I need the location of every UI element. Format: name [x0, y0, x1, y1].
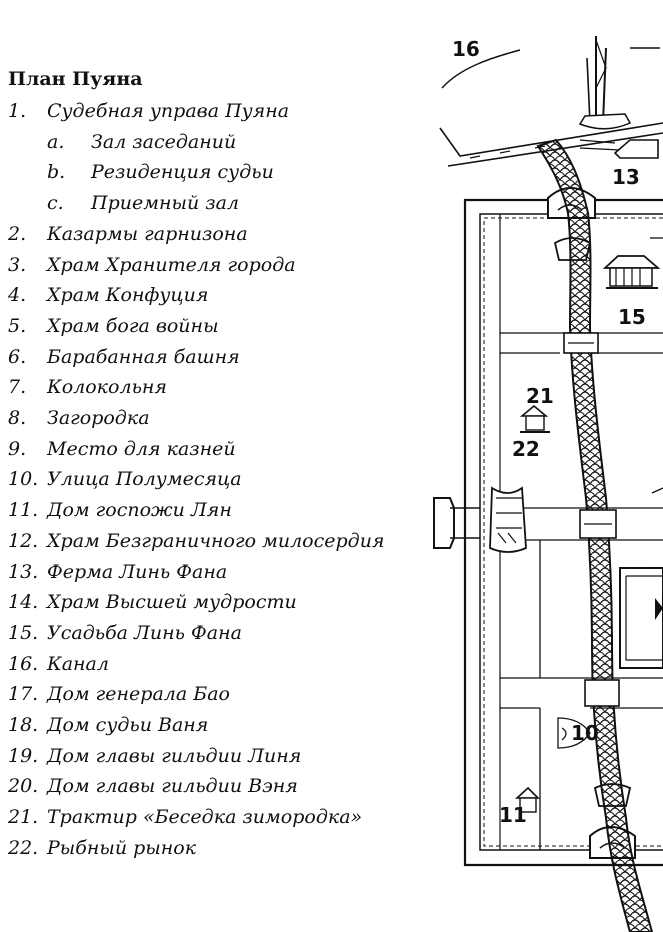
city-map: 16 13 [430, 28, 663, 932]
legend-item-number: a. [47, 130, 65, 153]
legend-item-number: 11. [8, 499, 39, 522]
legend-item-number: c. [47, 192, 64, 215]
legend-item-label: Казармы гарнизона [47, 222, 248, 245]
legend-item-label: Храм Хранителя города [47, 253, 296, 276]
map-label-fish-market: 22 [512, 437, 540, 461]
legend-item-number: 22. [8, 836, 39, 859]
legend-item-number: 8. [8, 407, 27, 429]
west-gate [433, 486, 527, 553]
legend-item-number: 21. [8, 806, 39, 829]
legend-item-label: Ферма Линь Фана [47, 560, 228, 583]
legend-item-label: Улица Полумесяца [47, 468, 242, 491]
legend-item-number: 3. [8, 253, 27, 276]
map-label-canal: 16 [452, 37, 480, 61]
legend-item-number: 19. [8, 744, 39, 767]
legend-item-label: Канал [47, 652, 109, 675]
legend-item-number: b. [47, 161, 66, 184]
legend-item-label: Трактир «Беседка зимородка» [47, 806, 363, 829]
legend-item-label: Колокольня [47, 376, 168, 399]
legend-item-label: Храм Высшей мудрости [47, 591, 297, 614]
legend-item-label: Место для казней [47, 437, 236, 460]
legend-item-label: Дом госпожи Лян [47, 499, 232, 522]
boat-masts [578, 36, 660, 130]
legend-item-number: 9. [8, 437, 27, 460]
legend-item-number: 1. [8, 100, 27, 122]
city-map-drawing: 16 13 [433, 36, 663, 932]
legend-item-number: 10. [8, 468, 39, 491]
legend-item-label: Храм Безграничного милосердия [47, 529, 385, 552]
map-legend: План Пуяна 1. Судебная управа Пуяна a. Зал … [8, 68, 385, 859]
legend-item-number: 18. [8, 714, 39, 736]
legend-item-label: Дом главы гильдии Линя [47, 744, 302, 767]
legend-item-number: 6. [8, 345, 27, 368]
legend-item-number: 20. [8, 775, 39, 798]
legend-item-label: Храм бога войны [47, 314, 219, 337]
legend-item-number: 7. [8, 376, 27, 399]
legend-item-label: Дом судьи Ваня [47, 714, 209, 736]
legend-item-number: 14. [8, 591, 39, 614]
legend-item-label: Дом генерала Бао [47, 683, 230, 706]
legend-item-label: Зал заседаний [91, 130, 237, 153]
legend-item-label: Храм Конфуция [47, 284, 209, 307]
legend-item-label: Рыбный рынок [47, 836, 197, 859]
legend-item-number: 5. [8, 314, 27, 337]
legend-item-number: 16. [8, 652, 39, 675]
canal-area: 16 13 [439, 36, 663, 189]
legend-item-number: 2. [8, 222, 27, 245]
map-label-farm: 13 [612, 165, 640, 189]
legend-item-number: 4. [8, 284, 27, 307]
map-label-manor: 15 [618, 305, 646, 329]
legend-item-number: 13. [8, 560, 39, 583]
legend-item-label: Дом главы гильдии Вэня [47, 775, 298, 798]
map-label-tavern: 21 [526, 384, 554, 408]
legend-title: План Пуяна [8, 68, 143, 90]
streets [500, 332, 663, 850]
legend-item-label: Барабанная башня [47, 345, 240, 368]
legend-item-label: Загородка [47, 407, 150, 429]
legend-item-label: Усадьба Линь Фана [47, 621, 242, 644]
legend-item-label: Приемный зал [91, 192, 240, 215]
map-label-lady-liang: 11 [499, 803, 527, 827]
map-label-crescent-street: 10 [571, 721, 599, 745]
bridges [563, 332, 620, 707]
legend-item-label: Резиденция судьи [91, 161, 274, 184]
legend-item-number: 17. [8, 683, 39, 706]
legend-item-label: Судебная управа Пуяна [47, 100, 290, 122]
legend-item-number: 12. [8, 529, 39, 552]
buildings [514, 237, 663, 813]
legend-item-number: 15. [8, 621, 39, 644]
